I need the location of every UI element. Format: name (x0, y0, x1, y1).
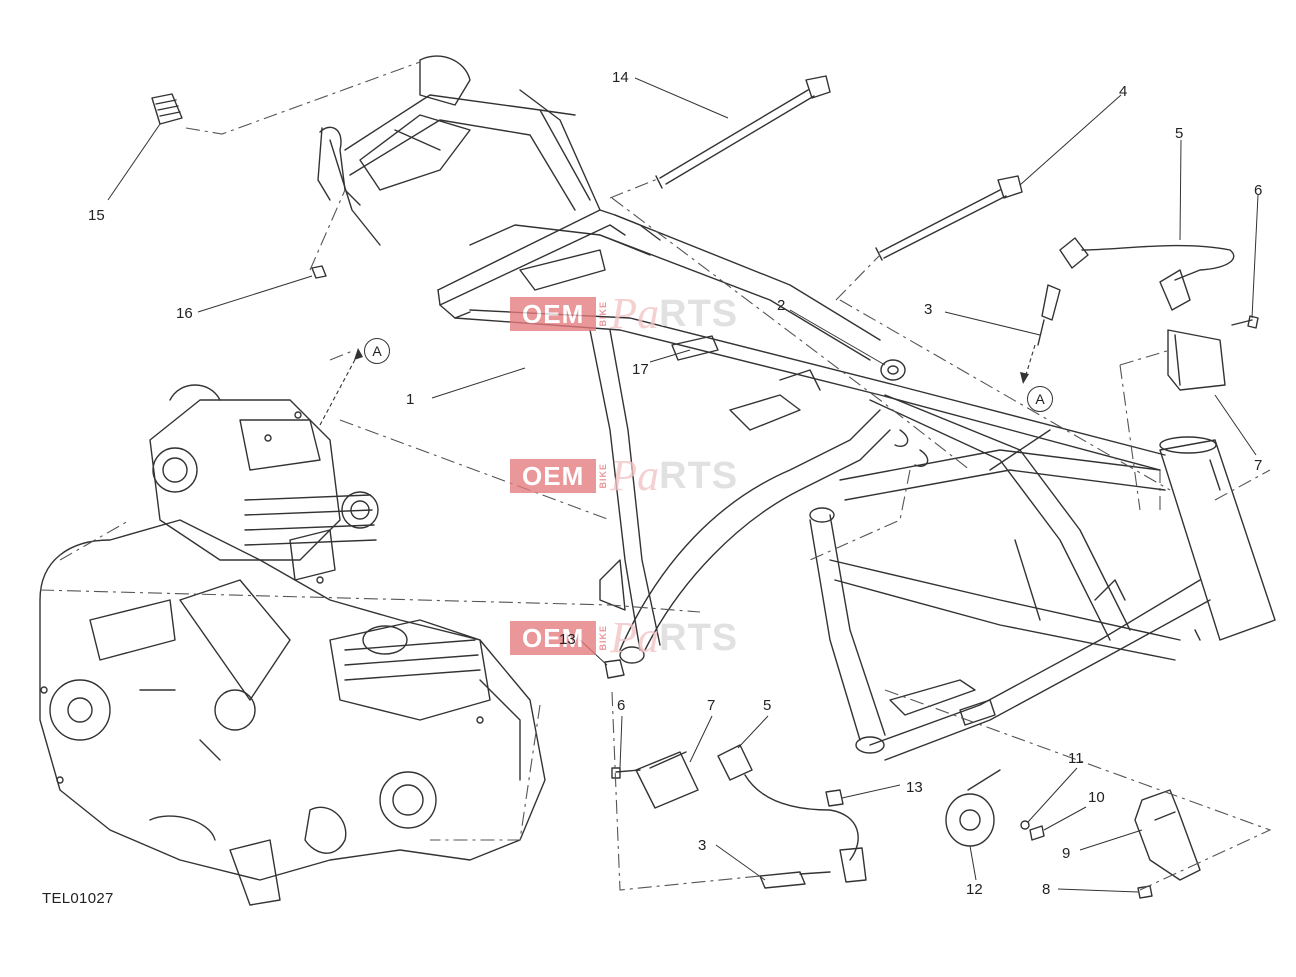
callout-label: 13 (559, 631, 576, 648)
watermark-box: OEM (510, 459, 597, 493)
callout-label: 9 (1062, 845, 1071, 862)
callout-label: 16 (176, 305, 193, 322)
callout-label: 3 (698, 837, 707, 854)
callout-label: 6 (1254, 182, 1263, 199)
drawing-code: TEL01027 (42, 890, 114, 907)
engine-drawing (39, 384, 546, 906)
arrow-head-down (1020, 372, 1029, 384)
callout-label: 4 (1119, 83, 1128, 100)
reference-marker: A (364, 338, 390, 364)
watermark-logo: OEM BIKE Pa RTS (510, 613, 739, 662)
callout-label: 14 (612, 69, 629, 86)
watermark-box: OEM (510, 621, 597, 655)
frame-drawing (317, 55, 1276, 761)
callout-label: 11 (1068, 750, 1084, 767)
callout-label: 10 (1088, 789, 1105, 806)
arrow-head-up (354, 348, 363, 360)
watermark-stylized: Pa (610, 613, 660, 662)
callout-label: 7 (707, 697, 716, 714)
reference-marker: A (1027, 386, 1053, 412)
callout-label: 15 (88, 207, 105, 224)
callout-label: 6 (617, 697, 626, 714)
callout-label: 5 (1175, 125, 1184, 142)
ref-arrows (319, 344, 1036, 426)
callout-label: 3 (924, 301, 933, 318)
watermark-tail: RTS (659, 293, 739, 335)
watermark-stylized: Pa (610, 451, 660, 500)
callout-label: 8 (1042, 881, 1051, 898)
watermark-side: BIKE (598, 301, 609, 327)
watermark-side: BIKE (598, 625, 609, 651)
watermark-stylized: Pa (610, 289, 660, 338)
callout-label: 13 (906, 779, 923, 796)
callout-label: 2 (777, 297, 786, 314)
watermark-logo: OEM BIKE Pa RTS (510, 451, 739, 500)
callout-label: 7 (1254, 457, 1263, 474)
callout-label: 5 (763, 697, 772, 714)
watermark-side: BIKE (598, 463, 609, 489)
watermark-tail: RTS (659, 617, 739, 659)
callout-label: 17 (632, 361, 649, 378)
dashed-guides (39, 61, 1272, 891)
watermark-box: OEM (510, 297, 597, 331)
callout-label: 1 (406, 391, 415, 408)
callout-label: 12 (966, 881, 983, 898)
watermark-tail: RTS (659, 455, 739, 497)
watermark-logo: OEM BIKE Pa RTS (510, 289, 739, 338)
